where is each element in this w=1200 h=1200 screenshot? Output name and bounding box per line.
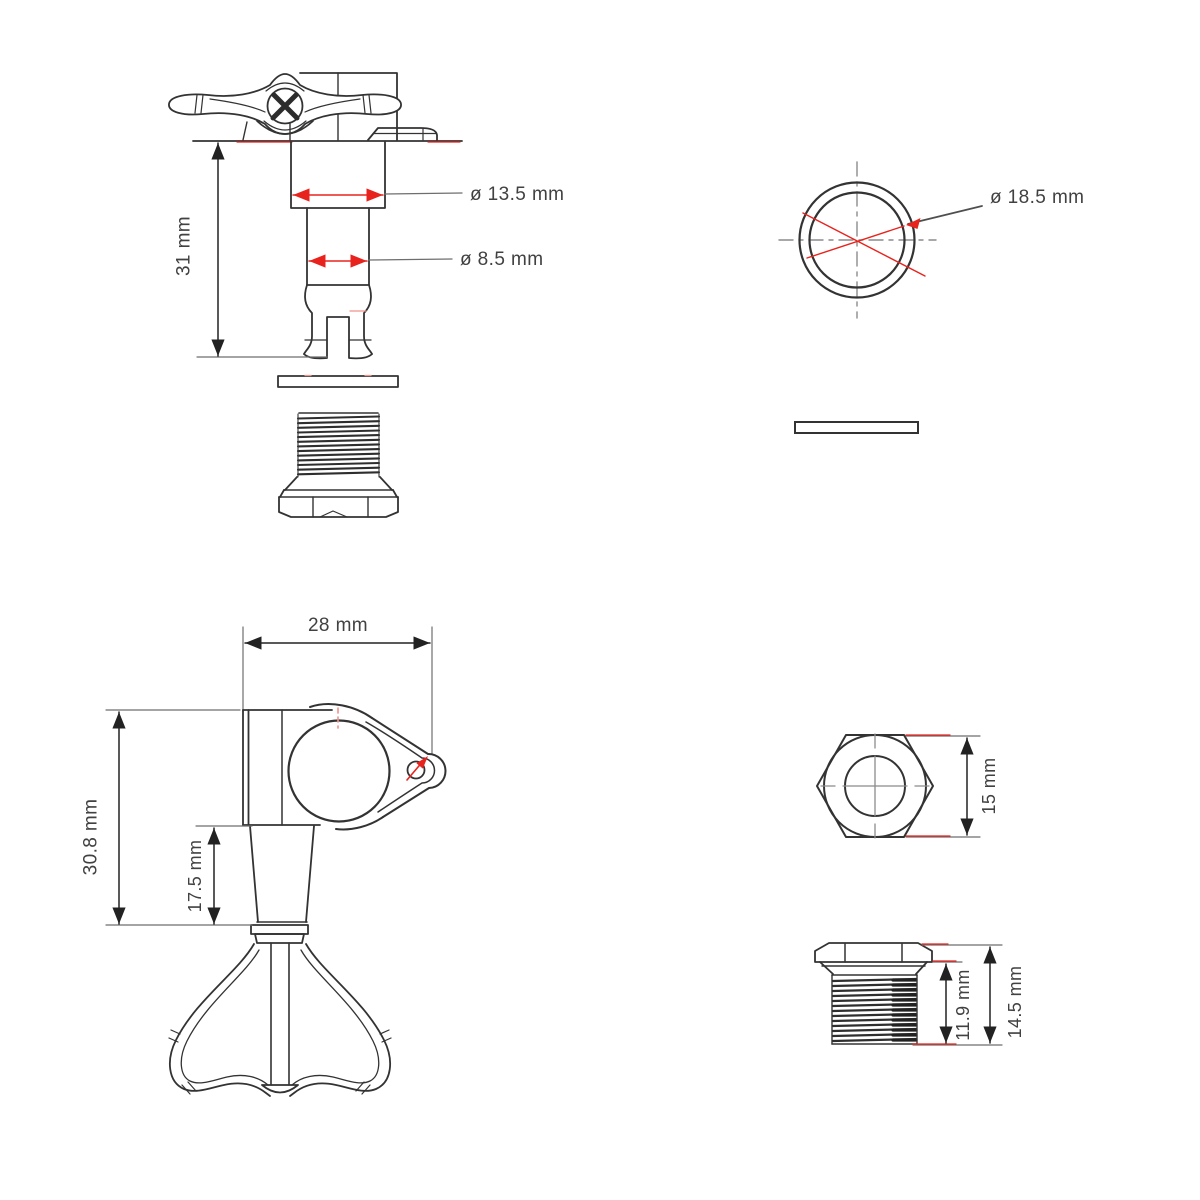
- dim-14-5mm: [921, 943, 1003, 1044]
- bushing-views-drawing: [814, 733, 1003, 1046]
- hole-arrowhead: [416, 756, 428, 769]
- bushing-side-small: [278, 412, 399, 518]
- dim-11-9mm-label: 11.9 mm: [953, 969, 973, 1041]
- screw-hole: [406, 760, 426, 780]
- washer-inner-circle: [808, 191, 906, 289]
- dim-31mm-label: 31 mm: [174, 216, 195, 276]
- mounting-tab-plan: [367, 127, 438, 141]
- wing-knob-plan: [168, 73, 402, 141]
- hex-nut-top-view: [816, 733, 981, 839]
- dim-28mm-label: 28 mm: [308, 615, 368, 636]
- dim-8-5mm: [308, 254, 453, 268]
- neck-and-collar: [249, 825, 315, 944]
- hexagon-outline: [816, 734, 934, 838]
- dim-28mm: [242, 626, 433, 754]
- string-post-upper: [306, 207, 370, 286]
- dim-8-5mm-label: ø 8.5 mm: [460, 249, 543, 270]
- dim-14-5mm-label: 14.5 mm: [1005, 966, 1025, 1039]
- washer-side-view-right: [794, 421, 919, 434]
- dim-15mm: [905, 734, 981, 838]
- diameter-marks: [802, 212, 926, 277]
- phillips-screw-icon: [270, 92, 300, 121]
- dim-13-5mm: [292, 188, 463, 202]
- dim-13-5mm-label: ø 13.5 mm: [470, 184, 564, 205]
- gear-cover-circle: [287, 719, 391, 823]
- front-view-drawing: [105, 626, 447, 1097]
- dim-31mm: [196, 142, 328, 358]
- dim-17-5mm-label: 17.5 mm: [185, 840, 205, 913]
- dim-15mm-label: 15 mm: [979, 757, 999, 814]
- side-view-drawing: [168, 72, 463, 518]
- red-arrowhead: [906, 218, 921, 229]
- wing-knob-front: [168, 942, 392, 1097]
- dim-30-8mm-label: 30.8 mm: [81, 799, 102, 876]
- center-lines: [820, 733, 930, 839]
- dim-11-9mm: [912, 960, 1003, 1046]
- dim-17-5mm: [195, 825, 253, 925]
- string-post-slotted: [303, 284, 373, 360]
- center-lines: [778, 161, 937, 319]
- dim-18-5mm-label: ø 18.5 mm: [990, 187, 1084, 208]
- washer-top-view-drawing: [778, 161, 983, 434]
- bushing-side-view: [814, 942, 1003, 1046]
- dim-30-8mm: [105, 709, 253, 926]
- gear-housing: [242, 703, 447, 831]
- washer-side-view: [277, 374, 399, 388]
- leader-line: [907, 205, 983, 225]
- head-cylinder: [290, 141, 386, 209]
- washer-outer-circle: [798, 181, 916, 299]
